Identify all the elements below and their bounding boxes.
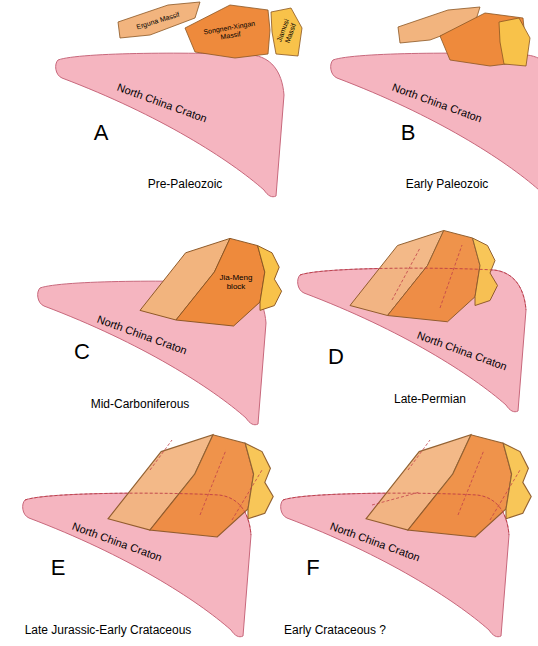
craton-shape (298, 268, 526, 412)
suture-line (440, 245, 462, 308)
panel-letter: F (306, 555, 319, 580)
label-holder: C (74, 339, 90, 364)
craton-shape: North China Craton (329, 51, 538, 199)
massif-shape: Erguna Massif (116, 0, 204, 40)
label-holder: Late Jurassic-Early Crataceous (25, 624, 192, 638)
suture-line (408, 440, 430, 470)
craton-shape: North China Craton (54, 51, 286, 199)
block-shape: Jia-Meng block (138, 234, 284, 328)
text-holder: Jiamusi Massif (274, 15, 299, 49)
craton-name: North China Craton (328, 520, 421, 564)
craton-shape (23, 493, 251, 637)
craton-shape (281, 493, 509, 637)
panel-letter: E (51, 555, 66, 580)
label-holder: Early Paleozoic (406, 178, 489, 192)
text-holder: Erguna Massif (135, 11, 180, 32)
suture-line (232, 470, 262, 520)
craton-name: North China Craton (70, 520, 163, 564)
text-holder: North China Craton (95, 313, 188, 357)
suture-line (458, 450, 484, 515)
block-shape-outline (138, 234, 284, 328)
block-name: Jia-Meng block (218, 273, 254, 291)
massif-shape (185, 5, 270, 58)
panel-caption: Early Paleozoic (406, 178, 489, 192)
massif-shape: Songnen-Xingan Massif (183, 3, 273, 61)
suture-line (150, 440, 172, 470)
block-name: Erguna Massif (135, 11, 180, 32)
text-holder: Jia-Meng block (218, 273, 254, 291)
suture-line (392, 248, 420, 300)
craton-shape (331, 53, 538, 197)
label-holder: Late-Permian (394, 393, 466, 407)
panel-letter: C (74, 339, 90, 364)
label-holder: D (328, 344, 344, 369)
text-holder: North China Craton (390, 81, 483, 125)
massif-shape (271, 8, 302, 56)
massif-shape (499, 18, 530, 66)
panel-caption: Late-Permian (394, 393, 466, 407)
text-holder: North China Craton (70, 520, 163, 564)
label-holder: Early Crataceous ? (284, 624, 386, 638)
suture-line (200, 450, 226, 515)
craton-shape-outline (329, 51, 538, 199)
craton-shape-outline (54, 51, 286, 199)
panel-letter: D (328, 344, 344, 369)
craton-name: North China Craton (95, 313, 188, 357)
text-holder: North China Craton (415, 329, 508, 373)
craton-shape (38, 281, 266, 425)
label-holder: E (51, 555, 66, 580)
panel-caption: Late Jurassic-Early Crataceous (25, 624, 192, 638)
text-holder: Songnen-Xingan Massif (200, 19, 260, 45)
text-holder: North China Craton (115, 81, 208, 125)
craton-shape (56, 53, 284, 197)
craton-name: North China Craton (415, 329, 508, 373)
panel-caption: Mid-Carboniferous (91, 398, 190, 412)
panel-caption: Pre-Paleozoic (148, 178, 223, 192)
label-holder: Mid-Carboniferous (91, 398, 190, 412)
panel-caption: Early Crataceous ? (284, 624, 386, 638)
text-holder: North China Craton (328, 520, 421, 564)
label-holder: F (306, 555, 319, 580)
block-name: Songnen-Xingan Massif (200, 19, 260, 45)
craton-name: North China Craton (115, 81, 208, 125)
craton-name: North China Craton (390, 81, 483, 125)
panel-letter: B (401, 120, 416, 145)
label-holder: B (401, 120, 416, 145)
label-holder: A (94, 120, 109, 145)
massif-shape: Jiamusi Massif (269, 6, 304, 58)
craton-shape-outline (296, 266, 528, 414)
block-name: Jiamusi Massif (274, 15, 299, 49)
craton-shape: North China Craton (296, 266, 528, 414)
suture-line (490, 470, 520, 520)
panel-letter: A (94, 120, 109, 145)
label-holder: Pre-Paleozoic (148, 178, 223, 192)
